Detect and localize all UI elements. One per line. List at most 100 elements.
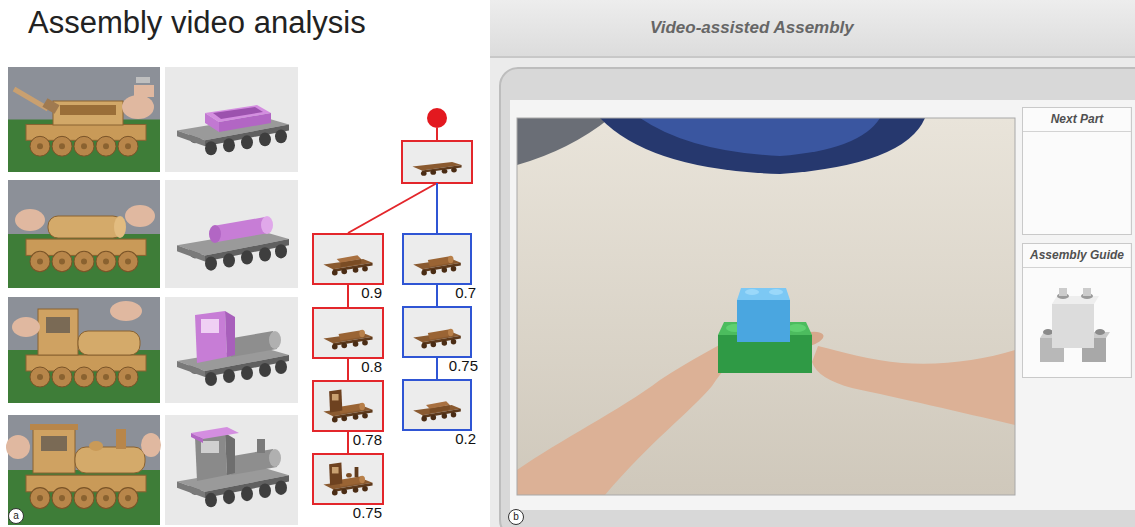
illustration-part [33,429,75,473]
side-panel: Next Part [1022,107,1132,235]
panel-heading: Next Part [1023,108,1131,132]
illustration-part [257,439,265,453]
video-frame-1 [8,67,160,172]
illustration-part [116,429,126,449]
illustration-part [269,449,281,467]
tree-node-box: 0.8 [312,307,384,359]
video-frame-2 [8,180,160,288]
illustration-part [8,297,160,403]
illustration-part [403,142,471,182]
illustration-part [225,433,235,475]
tree-node-box: 0.2 [402,379,472,431]
tree-node-box: 0.75 [402,306,472,358]
illustration-part [812,346,1015,425]
illustration-part [745,289,759,295]
score-number: 0.2 [455,430,476,447]
illustration-part [125,205,155,227]
tree-connector [436,358,438,379]
illustration-part [78,331,140,355]
figure-title: Assembly video analysis [28,5,366,41]
illustration-part [517,118,1015,495]
render-4 [165,415,298,525]
tree-connector [347,359,349,380]
illustration-part [348,183,437,233]
illustration-part [110,301,142,321]
illustration-part [1022,243,1130,378]
illustration-part [30,424,78,430]
window-title: Video-assisted Assembly [650,17,854,39]
illustration-part [510,100,1135,510]
illustration-part [314,382,382,430]
tree-node-box: 0.7 [402,233,472,285]
illustration-part [314,235,382,283]
score-number: 0.8 [361,358,382,375]
illustration-part [165,297,298,403]
illustration-part [165,67,298,172]
illustration-part [38,309,78,355]
illustration-part [1022,107,1130,235]
video-frame-3 [8,297,160,403]
illustration-part [114,216,126,238]
illustration-part [12,317,40,337]
assembly-guide-render [1040,288,1110,362]
illustration-part [600,118,925,174]
illustration-part [14,89,48,109]
root-dot [427,108,447,128]
tree-connector [347,285,349,307]
illustration-part [1043,329,1053,335]
render-3 [165,297,298,403]
illustration-part [640,118,880,156]
illustration-part [500,68,1135,527]
side-panel: Assembly Guide [1022,243,1132,378]
illustration-part [53,101,123,125]
illustration-part [517,118,610,165]
illustration-part [136,77,150,83]
illustration-part [75,447,145,473]
illustration-part [46,317,70,333]
illustration-part [8,180,160,288]
panel-letter: b [508,509,524,525]
illustration-part [490,56,1135,58]
illustration-part [1052,304,1094,348]
illustration-part [436,183,438,233]
illustration-part [8,415,160,525]
illustration-part [141,433,161,457]
illustration-part [201,441,219,453]
illustration-part [8,67,160,172]
illustration-part [134,85,154,97]
illustration-part [314,455,382,503]
score-number: 0.75 [353,504,382,521]
illustration-part [213,217,269,242]
video-frame-4 [6,415,161,525]
render-2 [165,180,298,288]
panel-letter: a [8,508,24,524]
illustration-part [165,180,298,288]
illustration-part [89,441,103,451]
score-number: 0.9 [361,284,382,301]
illustration-part [314,309,382,357]
tree-node-box: 0.9 [312,233,384,285]
illustration-part [225,311,235,357]
root-box [402,141,472,183]
illustration-part [165,415,298,525]
illustration-part [404,308,470,356]
tree-node-box: 0.75 [312,453,384,505]
illustration-part [213,107,263,119]
illustration-part [788,324,806,332]
illustration-part [517,333,752,495]
tree-connector [436,285,438,306]
score-number: 0.75 [449,357,478,374]
illustration-part [122,95,154,119]
score-number: 0.7 [455,284,476,301]
illustration-part [490,0,1135,57]
illustration-part [737,300,790,342]
illustration-part [48,216,123,238]
illustration-part [195,311,227,363]
illustration-part [41,436,67,451]
illustration-part [517,118,1015,495]
illustration-part [15,209,45,231]
